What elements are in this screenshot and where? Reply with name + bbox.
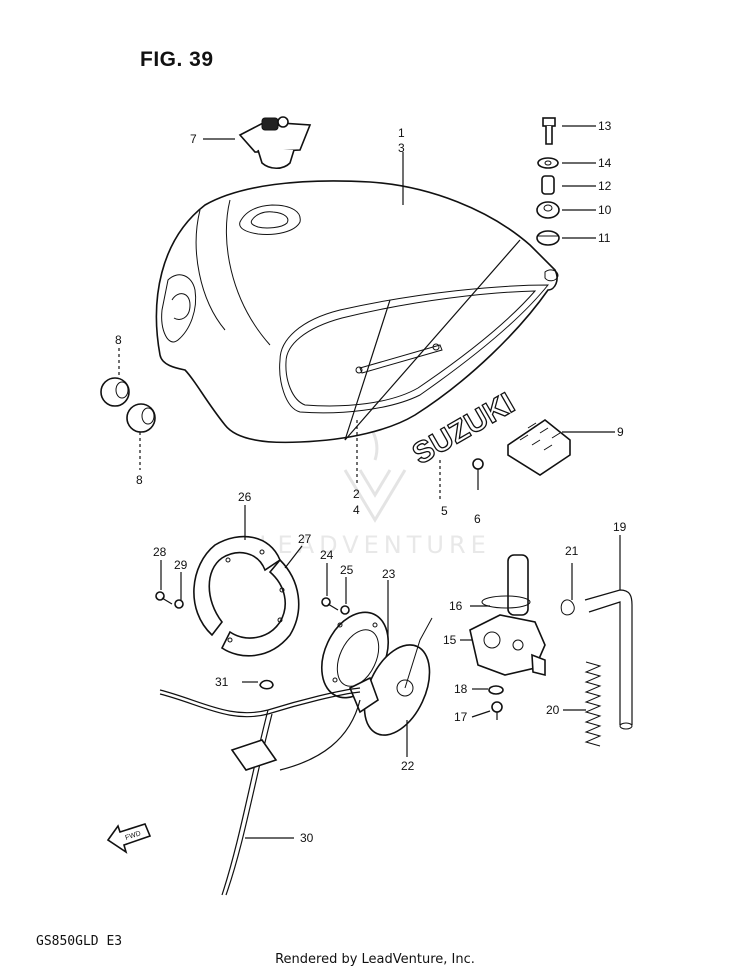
fuel-hose (584, 589, 633, 730)
model-code: GS850GLD E3 (36, 934, 123, 949)
callout-labels: 1 3 2 4 5 6 7 8 8 9 10 11 12 13 14 15 16… (115, 119, 627, 845)
fuel-level-gauge (321, 611, 433, 736)
callout-25: 25 (340, 563, 354, 577)
screw-17 (491, 701, 503, 720)
figure-title: FIG. 39 (140, 48, 214, 71)
fuel-cock (469, 554, 546, 677)
callout-26: 26 (238, 490, 252, 504)
fuel-cap (238, 116, 312, 170)
callout-18: 18 (454, 682, 468, 696)
washer-14 (537, 157, 559, 169)
callout-3: 3 (398, 141, 405, 155)
callout-14: 14 (598, 156, 612, 170)
bolt-13 (542, 117, 556, 145)
callout-7: 7 (190, 132, 197, 146)
callout-8-bottom: 8 (136, 473, 143, 487)
washer-29 (174, 599, 184, 609)
callout-12: 12 (598, 179, 612, 193)
callout-2: 2 (353, 487, 360, 501)
callout-6: 6 (474, 512, 481, 526)
washer-18 (488, 685, 504, 695)
cushion-11 (536, 230, 560, 246)
callout-19: 19 (613, 520, 627, 534)
callout-11: 11 (598, 231, 611, 245)
collar-12 (541, 175, 555, 195)
rubber-block (507, 419, 571, 476)
cushion-pair (100, 377, 156, 433)
washer-25 (340, 605, 350, 615)
screw-28 (155, 591, 173, 605)
watermark-text: LEADVENTURE (259, 531, 491, 559)
callout-8-top: 8 (115, 333, 122, 347)
callout-21: 21 (565, 544, 579, 558)
svg-text:FWD: FWD (124, 830, 141, 842)
cushion-10 (536, 201, 560, 219)
callout-5: 5 (441, 504, 448, 518)
callout-24: 24 (320, 548, 334, 562)
callout-9: 9 (617, 425, 624, 439)
callout-27: 27 (298, 532, 312, 546)
fuel-gauge-gasket (193, 535, 300, 657)
wire-harness (159, 679, 361, 896)
clamp-21 (560, 599, 575, 616)
callout-13: 13 (598, 119, 612, 133)
spring-20 (584, 661, 602, 747)
callout-16: 16 (449, 599, 463, 613)
fuel-tank (155, 180, 559, 444)
footer-credit: Rendered by LeadVenture, Inc. (275, 952, 475, 967)
callout-15: 15 (443, 633, 457, 647)
callout-31: 31 (215, 675, 229, 689)
callout-29: 29 (174, 558, 188, 572)
callout-30: 30 (300, 831, 314, 845)
callout-4: 4 (353, 503, 360, 517)
callout-10: 10 (598, 203, 612, 217)
callout-23: 23 (382, 567, 396, 581)
callout-28: 28 (153, 545, 167, 559)
callout-1: 1 (398, 126, 405, 140)
callout-20: 20 (546, 703, 560, 717)
callout-17: 17 (454, 710, 468, 724)
screw-24 (321, 597, 339, 611)
callout-22: 22 (401, 759, 415, 773)
leader-lines (118, 125, 621, 839)
emblem-screw (472, 458, 484, 490)
fwd-arrow-icon: FWD (106, 823, 152, 854)
